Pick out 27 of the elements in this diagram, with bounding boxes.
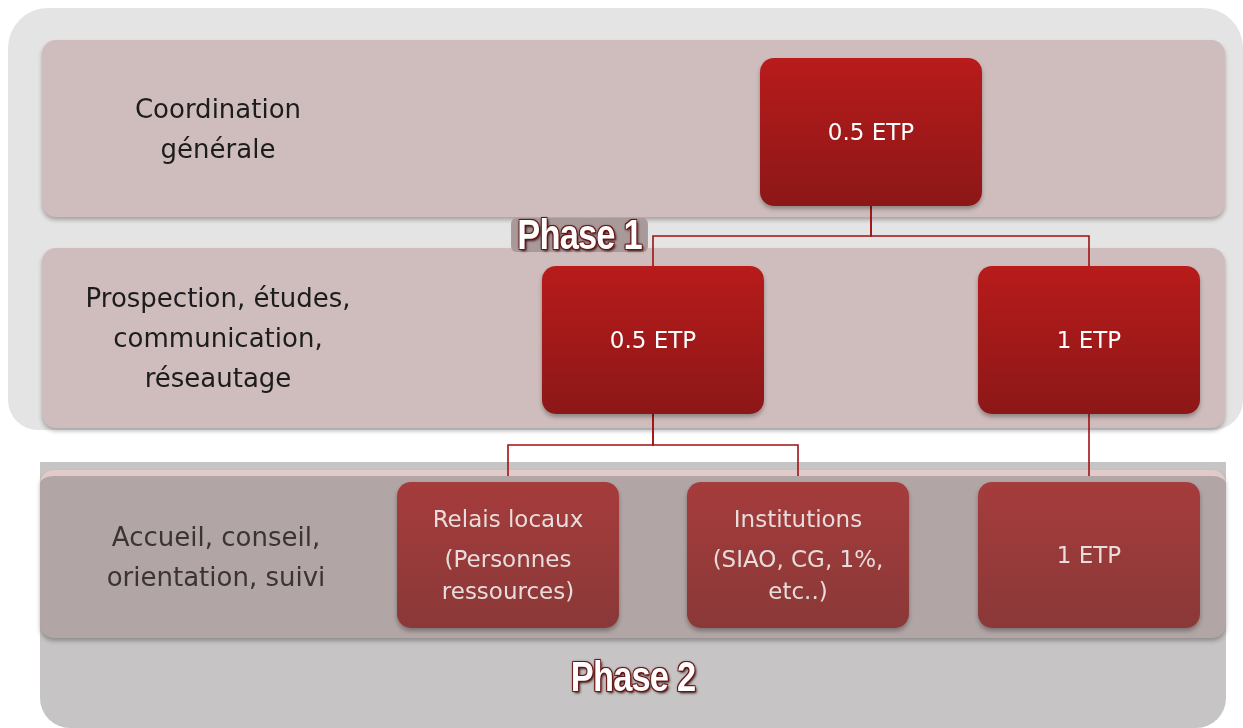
level-band bbox=[40, 470, 1226, 638]
box-text: Institutions bbox=[733, 505, 863, 534]
level-band bbox=[42, 248, 1225, 428]
box-text: 1 ETP bbox=[1056, 541, 1122, 570]
phase-background bbox=[8, 8, 1243, 430]
box-text: 1 ETP bbox=[1056, 326, 1122, 355]
staff-box bbox=[397, 482, 619, 628]
staff-box bbox=[978, 482, 1200, 628]
box-text: (Personnes ressources) bbox=[440, 545, 576, 606]
box-text: Relais locaux bbox=[432, 505, 584, 534]
level-label: Coordination générale bbox=[133, 92, 303, 166]
staff-box bbox=[687, 482, 909, 628]
box-text: (SIAO, CG, 1%, etc..) bbox=[711, 545, 885, 606]
phase-title: Phase 2 bbox=[569, 660, 697, 694]
box-text: 0.5 ETP bbox=[609, 326, 697, 355]
phase-title: Phase 1 bbox=[510, 218, 649, 252]
phase-background bbox=[40, 462, 1226, 728]
connector-line bbox=[652, 413, 799, 477]
level-label: Accueil, conseil, orientation, suivi bbox=[105, 521, 327, 594]
connector-line bbox=[870, 205, 1090, 267]
staff-box bbox=[760, 58, 982, 206]
level-band bbox=[42, 40, 1225, 217]
box-text: 0.5 ETP bbox=[827, 118, 915, 147]
level-label: Prospection, études, communication, réseautage bbox=[84, 282, 352, 395]
connector-line bbox=[1088, 413, 1090, 477]
staff-box bbox=[978, 266, 1200, 414]
staff-box bbox=[542, 266, 764, 414]
